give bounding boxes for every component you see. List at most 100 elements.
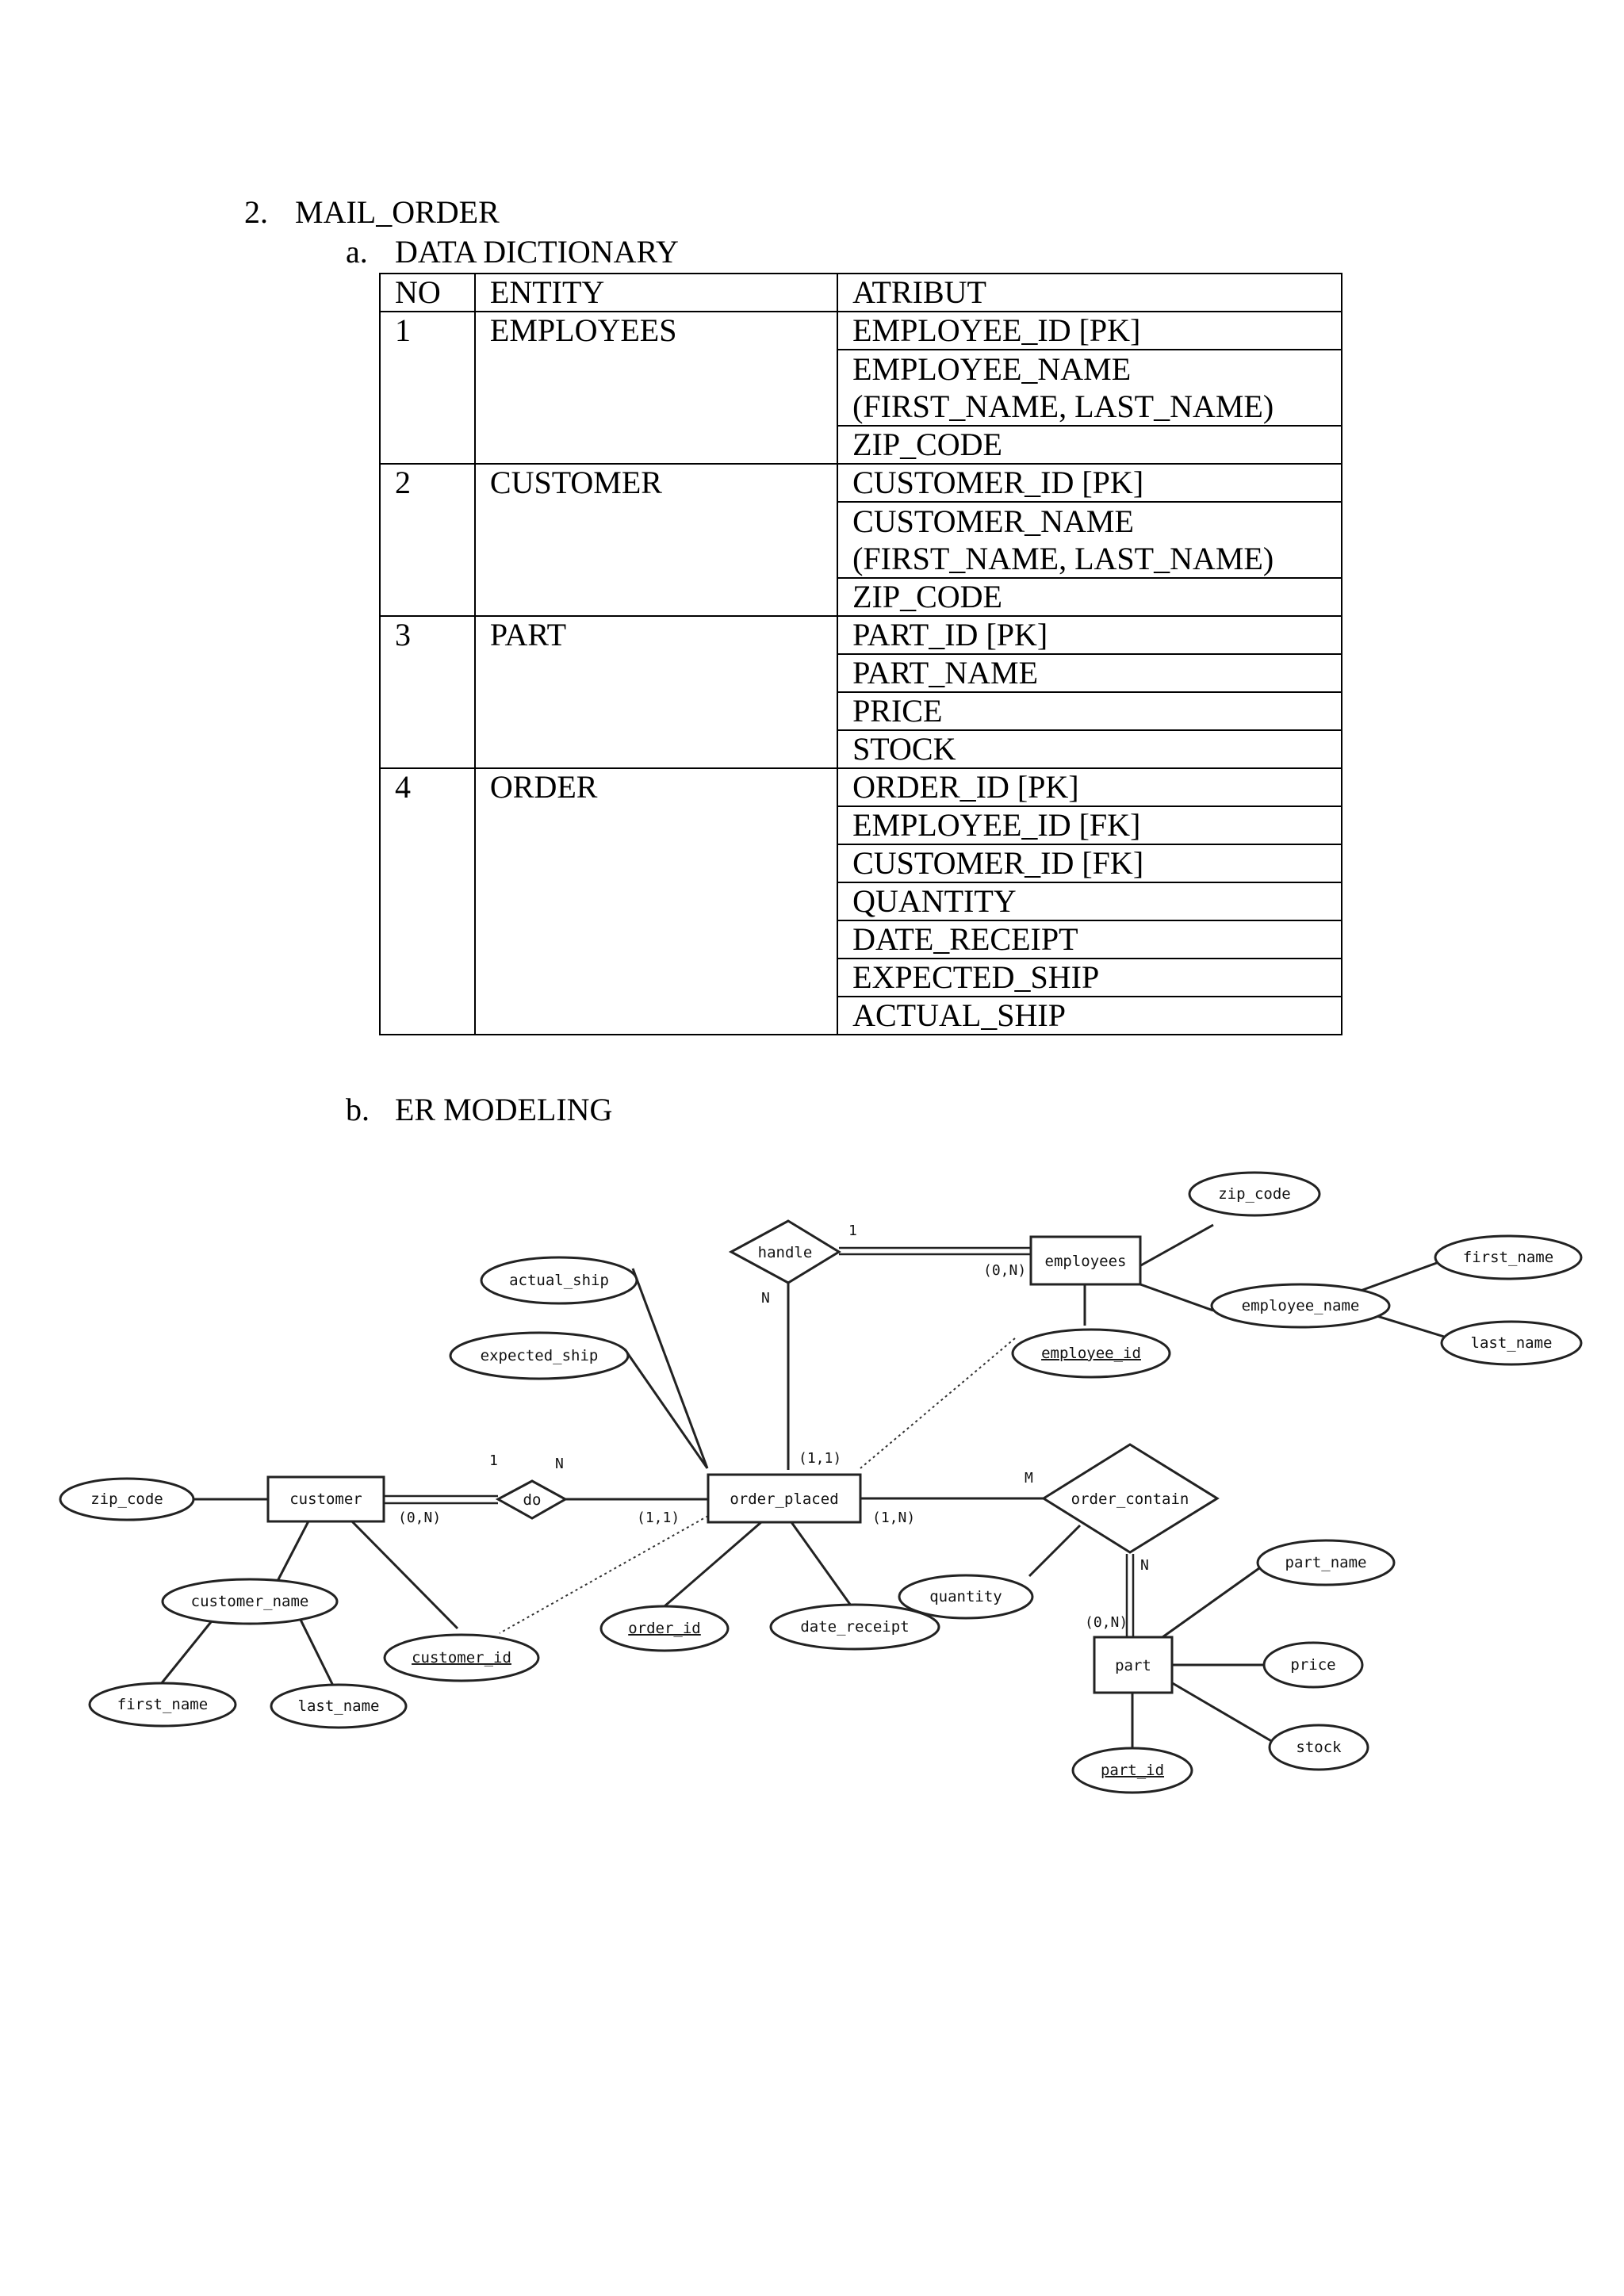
cardinality-order-do: (1,1) <box>637 1510 680 1526</box>
cardinality-contain-m: M <box>1025 1470 1033 1487</box>
er-diagram: employees order_placed customer part han… <box>59 1171 1583 1794</box>
relationship-order-contain-label: order_contain <box>1071 1490 1189 1508</box>
attr-first-name-emp: first_name <box>1434 1234 1583 1280</box>
header-no: NO <box>379 273 476 312</box>
entity-customer: customer <box>266 1475 385 1523</box>
table-row: EMPLOYEE_NAME (FIRST_NAME, LAST_NAME) <box>380 349 1342 427</box>
svg-text:first_name: first_name <box>117 1696 208 1713</box>
relationship-do: do <box>495 1479 569 1520</box>
entity-number-cell: 3 <box>379 615 476 769</box>
table-row: ZIP_CODE <box>380 577 1342 617</box>
attribute-cell: CUSTOMER_ID [PK] <box>837 463 1342 503</box>
attribute-cell: EMPLOYEE_ID [PK] <box>837 311 1342 350</box>
svg-text:last_name: last_name <box>1471 1334 1553 1352</box>
attribute-cell: CUSTOMER_NAME (FIRST_NAME, LAST_NAME) <box>837 501 1342 579</box>
attr-part-name: part_name <box>1256 1539 1396 1586</box>
entity-employees: employees <box>1029 1235 1142 1286</box>
subsection-a-title: DATA DICTIONARY <box>395 234 679 270</box>
attribute-cell: PRICE <box>837 691 1342 731</box>
entity-name-cell: CUSTOMER <box>473 463 839 617</box>
svg-text:expected_ship: expected_ship <box>481 1347 599 1364</box>
attr-zip-code-emp: zip_code <box>1188 1171 1321 1217</box>
attribute-cell: EMPLOYEE_ID [FK] <box>837 806 1342 845</box>
attr-price: price <box>1262 1641 1364 1689</box>
section-name: MAIL_ORDER <box>295 194 500 230</box>
svg-text:first_name: first_name <box>1463 1249 1553 1266</box>
cardinality-contain-n: N <box>1140 1557 1149 1574</box>
attribute-cell: ZIP_CODE <box>837 425 1342 465</box>
table-row: PRICE <box>380 691 1342 731</box>
relationship-do-label: do <box>523 1491 542 1509</box>
attr-customer-id: customer_id <box>383 1633 540 1682</box>
svg-text:part_name: part_name <box>1285 1554 1367 1571</box>
header-attribute: ATRIBUT <box>837 273 1342 312</box>
attr-employee-id: employee_id <box>1011 1328 1171 1379</box>
cardinality-do-n: N <box>555 1456 564 1472</box>
attr-part-id: part_id <box>1071 1747 1193 1794</box>
entity-number-cell: 4 <box>379 767 476 1035</box>
table-row: PART_NAME <box>380 653 1342 693</box>
entity-employees-label: employees <box>1045 1253 1127 1270</box>
svg-text:part_id: part_id <box>1101 1762 1164 1779</box>
cardinality-labels: 1 (0,N) N (1,1) 1 N (0,N) (1,1) (1,N) M … <box>398 1223 1149 1631</box>
svg-text:customer_name: customer_name <box>191 1593 309 1610</box>
attribute-cell: EMPLOYEE_NAME (FIRST_NAME, LAST_NAME) <box>837 349 1342 427</box>
svg-text:zip_code: zip_code <box>90 1490 163 1508</box>
table-row: STOCK <box>380 729 1342 769</box>
attr-employee-name: employee_name <box>1210 1283 1391 1329</box>
svg-text:employee_name: employee_name <box>1242 1297 1360 1314</box>
attribute-cell: ORDER_ID [PK] <box>837 767 1342 807</box>
cardinality-cust-do: (0,N) <box>398 1510 441 1526</box>
entity-name-cell: EMPLOYEES <box>473 311 839 465</box>
attr-last-name-emp: last_name <box>1440 1320 1583 1366</box>
svg-text:date_receipt: date_receipt <box>800 1618 909 1636</box>
section-title: 2. MAIL_ORDER <box>244 193 500 232</box>
svg-text:stock: stock <box>1296 1739 1342 1756</box>
attribute-cell: ACTUAL_SHIP <box>837 996 1342 1035</box>
attribute-cell: DATE_RECEIPT <box>837 920 1342 959</box>
attr-stock: stock <box>1268 1724 1369 1771</box>
relationship-handle-label: handle <box>758 1244 813 1261</box>
table-row: ACTUAL_SHIP <box>380 996 1342 1035</box>
attribute-cell: EXPECTED_SHIP <box>837 958 1342 997</box>
svg-text:customer_id: customer_id <box>412 1649 511 1667</box>
header-entity: ENTITY <box>473 273 839 312</box>
svg-text:order_id: order_id <box>628 1620 701 1637</box>
table-header-row: NO ENTITY ATRIBUT <box>379 273 1342 312</box>
table-row: EXPECTED_SHIP <box>380 958 1342 997</box>
subsection-a-heading: a. DATA DICTIONARY <box>346 233 679 271</box>
attribute-cell: ZIP_CODE <box>837 577 1342 617</box>
svg-text:price: price <box>1290 1656 1335 1674</box>
section-number: 2. <box>244 194 268 230</box>
entity-customer-label: customer <box>289 1490 362 1508</box>
entity-number-cell: 1 <box>379 311 476 465</box>
table-row: QUANTITY <box>380 882 1342 921</box>
svg-text:employee_id: employee_id <box>1041 1345 1141 1362</box>
subsection-b-title: ER MODELING <box>395 1092 613 1127</box>
attr-date-receipt: date_receipt <box>769 1603 940 1651</box>
cardinality-part-contain: (0,N) <box>1085 1614 1128 1631</box>
cardinality-handle-n: N <box>761 1290 770 1307</box>
attr-quantity: quantity <box>898 1574 1034 1620</box>
table-row: CUSTOMER_ID [FK] <box>380 844 1342 883</box>
relationship-handle: handle <box>728 1219 841 1284</box>
cardinality-handle-emp: (0,N) <box>983 1262 1026 1279</box>
cardinality-order-handle: (1,1) <box>799 1450 841 1467</box>
attr-zip-code-cust: zip_code <box>59 1477 195 1521</box>
entity-number-cell: 2 <box>379 463 476 617</box>
attribute-cell: PART_ID [PK] <box>837 615 1342 655</box>
entity-order-placed-label: order_placed <box>730 1490 838 1508</box>
entity-part-label: part <box>1115 1657 1151 1674</box>
subsection-a-label: a. <box>346 234 368 270</box>
entity-name-cell: PART <box>473 615 839 769</box>
attr-expected-ship: expected_ship <box>449 1331 630 1380</box>
attribute-cell: CUSTOMER_ID [FK] <box>837 844 1342 883</box>
entity-part: part <box>1093 1636 1174 1694</box>
attr-order-id: order_id <box>599 1605 730 1652</box>
subsection-b-label: b. <box>346 1092 370 1127</box>
entity-name-cell: ORDER <box>473 767 839 1035</box>
